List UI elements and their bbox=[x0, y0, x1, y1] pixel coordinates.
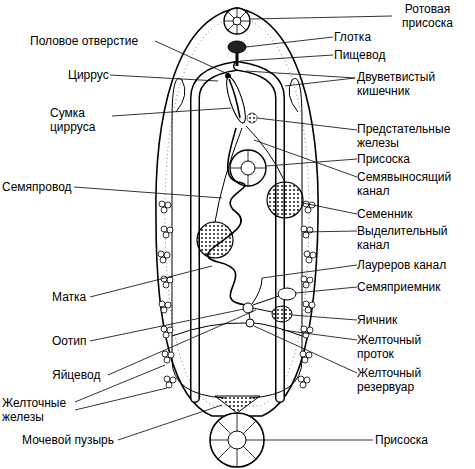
part-label: Половое отверстие bbox=[30, 34, 170, 48]
part-label: Желточный резервуар bbox=[357, 366, 439, 394]
part-label: Присоска bbox=[375, 433, 470, 447]
pharynx bbox=[228, 41, 246, 53]
ootype bbox=[243, 303, 253, 313]
esophagus bbox=[236, 53, 239, 66]
cirrus-sac bbox=[223, 75, 249, 124]
vas-deferens bbox=[246, 126, 285, 182]
part-label: Мочевой пузырь bbox=[22, 433, 142, 447]
part-label: Семявыносящий канал bbox=[357, 170, 457, 198]
posterior-sucker bbox=[210, 413, 264, 467]
part-label: Желточный проток bbox=[357, 333, 439, 361]
part-label: Выделительный канал bbox=[357, 224, 457, 252]
part-label: Матка bbox=[52, 290, 132, 304]
part-label: Предстательные железы bbox=[357, 122, 465, 150]
vitelline-duct bbox=[249, 313, 250, 319]
part-label: Оотип bbox=[52, 334, 132, 348]
part-label: Яйцевод bbox=[52, 368, 132, 382]
part-label: Семяпровод bbox=[2, 180, 102, 194]
prostate bbox=[247, 113, 257, 123]
part-label: Лауреров канал bbox=[357, 258, 472, 272]
cirrus bbox=[229, 79, 240, 118]
gut-branch-inner bbox=[195, 66, 236, 398]
part-label: Циррус bbox=[68, 68, 148, 82]
vitelline-duct bbox=[172, 323, 302, 336]
part-label: Семенник bbox=[357, 207, 457, 221]
excretory-canal bbox=[250, 78, 302, 398]
part-label: Желточные железы bbox=[2, 396, 82, 424]
seminal-receptacle bbox=[278, 288, 296, 300]
testis bbox=[267, 182, 303, 218]
part-label: Сумка цирруса bbox=[50, 106, 112, 134]
part-label: Пищевод bbox=[334, 48, 434, 62]
body-outline bbox=[156, 8, 318, 416]
ventral-sucker-inner bbox=[241, 161, 255, 175]
ovary bbox=[272, 306, 292, 322]
vitelline-glands bbox=[158, 201, 316, 388]
gut-branch bbox=[195, 66, 236, 398]
oral-sucker bbox=[224, 8, 250, 34]
part-label: Семяприемник bbox=[357, 280, 472, 294]
sucker-rays bbox=[224, 8, 250, 34]
part-label: Присоска bbox=[357, 152, 457, 166]
leader-lines bbox=[74, 16, 392, 440]
part-label: Ротовая присоска bbox=[390, 2, 465, 30]
part-label: Двуветвистый кишечник bbox=[357, 70, 457, 98]
part-label: Глотка bbox=[334, 30, 424, 44]
uterus bbox=[208, 128, 246, 305]
testis bbox=[197, 222, 233, 258]
vitelline-reservoir bbox=[246, 319, 254, 327]
part-label: Яичник bbox=[357, 313, 457, 327]
oral-sucker-inner bbox=[233, 17, 241, 25]
excretory-bladder bbox=[215, 396, 260, 413]
sucker-rays bbox=[210, 413, 264, 467]
oviduct bbox=[253, 296, 279, 312]
laurer-canal bbox=[252, 278, 262, 304]
parenchyma bbox=[165, 16, 309, 406]
